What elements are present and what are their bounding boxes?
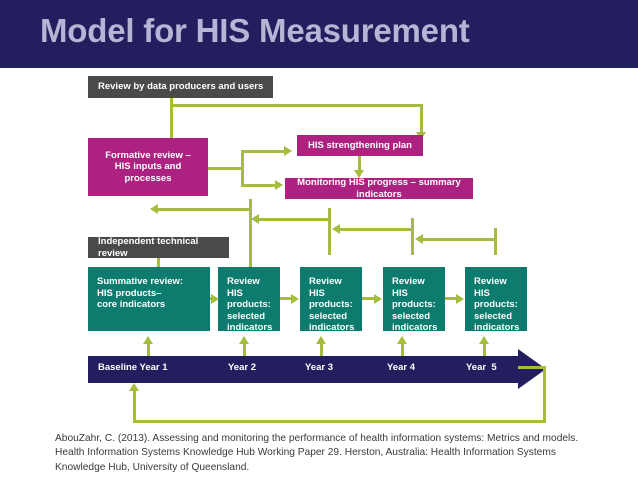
connector-segment — [241, 184, 277, 187]
product-line3: selected — [392, 310, 431, 322]
product-line1: Review HIS — [392, 276, 425, 299]
connector-segment — [170, 104, 423, 107]
product-line1: Summative review: — [97, 276, 184, 287]
timeline-bar — [88, 356, 518, 383]
node-his-strengthening-plan[interactable]: HIS strengthening plan — [297, 135, 423, 156]
arrowhead-up-icon — [397, 336, 407, 344]
connector-segment — [401, 343, 404, 359]
product-box-3[interactable]: Review HIS products: selected indicators — [300, 267, 362, 334]
node-independent-technical-review[interactable]: Independent technical review — [88, 235, 229, 259]
connector-segment — [243, 343, 246, 359]
timeline-arrowhead-icon — [518, 349, 546, 389]
node-label: Independent technical review — [98, 235, 199, 259]
product-line2: products: — [309, 299, 353, 311]
connector-segment — [147, 343, 150, 359]
arrowhead-right-icon — [211, 294, 219, 304]
arrowhead-up-icon — [239, 336, 249, 344]
arrowhead-left-icon — [150, 204, 158, 214]
product-line1: Review HIS — [227, 276, 260, 299]
connector-segment — [445, 297, 457, 300]
product-line3: selected — [309, 310, 348, 322]
caption-line-3: Knowledge Hub, University of Queensland. — [55, 461, 250, 473]
connector-segment — [420, 104, 423, 134]
arrowhead-right-icon — [284, 146, 292, 156]
arrowhead-right-icon — [291, 294, 299, 304]
connector-segment — [258, 218, 331, 221]
connector-segment — [133, 390, 136, 423]
connector-segment — [241, 150, 286, 153]
arrowhead-up-icon — [143, 336, 153, 344]
node-label: Review by data producers and users — [98, 81, 264, 93]
arrowhead-left-icon — [415, 234, 423, 244]
caption-line-2: Health Information Systems Knowledge Hub… — [55, 447, 556, 459]
product-line4: indicators — [474, 322, 520, 334]
product-line2: products: — [392, 299, 436, 311]
connector-segment — [328, 208, 331, 255]
product-line1: Review HIS — [474, 276, 507, 299]
product-line3: core indicators — [97, 299, 166, 311]
product-line2: products: — [227, 299, 271, 311]
title-banner: Model for HIS Measurement — [0, 0, 638, 68]
product-line4: indicators — [392, 322, 438, 334]
arrowhead-right-icon — [456, 294, 464, 304]
connector-segment — [249, 199, 252, 255]
connector-segment — [280, 297, 292, 300]
connector-segment — [422, 238, 497, 241]
node-label-line1: Formative review – — [105, 149, 191, 161]
connector-segment — [411, 218, 414, 255]
connector-segment — [170, 104, 173, 138]
timeline-label-5: Year 5 — [466, 362, 497, 373]
connector-segment — [358, 156, 361, 172]
connector-segment — [518, 366, 546, 369]
timeline-label-2: Year 2 — [228, 362, 256, 373]
arrowhead-right-icon — [374, 294, 382, 304]
connector-segment — [494, 228, 497, 255]
node-review-by-data-producers[interactable]: Review by data producers and users — [88, 76, 273, 98]
connector-segment — [362, 297, 375, 300]
connector-segment — [157, 208, 252, 211]
connector-segment — [133, 420, 546, 423]
connector-segment — [249, 251, 252, 268]
node-label: HIS strengthening plan — [308, 139, 412, 151]
product-line3: selected — [474, 310, 513, 322]
node-label-line2: HIS inputs and — [114, 161, 182, 173]
caption-line-1: AbouZahr, C. (2013). Assessing and monit… — [55, 433, 579, 444]
connector-segment — [320, 343, 323, 359]
product-box-2[interactable]: Review HIS products: selected indicators — [218, 267, 280, 334]
arrowhead-up-icon — [316, 336, 326, 344]
arrowhead-left-icon — [251, 214, 259, 224]
product-box-1[interactable]: Summative review: HIS products– core ind… — [88, 267, 210, 331]
product-line4: indicators — [227, 322, 273, 334]
arrowhead-left-icon — [332, 224, 340, 234]
timeline-label-3: Year 3 — [305, 362, 333, 373]
connector-segment — [208, 167, 244, 170]
product-line3: selected — [227, 310, 266, 322]
arrowhead-right-icon — [275, 180, 283, 190]
connector-segment — [170, 98, 173, 106]
product-line2: HIS products– — [97, 287, 162, 299]
connector-segment — [241, 167, 244, 187]
connector-segment — [157, 258, 160, 268]
product-line4: indicators — [309, 322, 355, 334]
product-line2: products: — [474, 299, 518, 311]
product-box-5[interactable]: Review HIS products: selected indicators — [465, 267, 527, 334]
arrowhead-up-icon — [129, 383, 139, 391]
connector-segment — [339, 228, 414, 231]
page-title: Model for HIS Measurement — [40, 12, 470, 49]
arrowhead-up-icon — [479, 336, 489, 344]
arrowhead-down-icon — [354, 170, 364, 178]
diagram-canvas: Review by data producers and users Forma… — [0, 68, 638, 428]
timeline-label-1: Baseline Year 1 — [98, 362, 168, 373]
node-monitoring-his-progress[interactable]: Monitoring HIS progress – summary indica… — [285, 176, 473, 200]
product-line1: Review HIS — [309, 276, 342, 299]
connector-segment — [241, 150, 244, 170]
product-box-4[interactable]: Review HIS products: selected indicators — [383, 267, 445, 334]
node-label: Monitoring HIS progress – summary indica… — [297, 176, 461, 200]
node-formative-review[interactable]: Formative review – HIS inputs and proces… — [88, 138, 208, 196]
connector-segment — [543, 366, 546, 423]
timeline-label-4: Year 4 — [387, 362, 415, 373]
citation-caption: AbouZahr, C. (2013). Assessing and monit… — [55, 432, 603, 475]
node-label-line3: processes — [124, 172, 172, 184]
connector-segment — [483, 343, 486, 359]
